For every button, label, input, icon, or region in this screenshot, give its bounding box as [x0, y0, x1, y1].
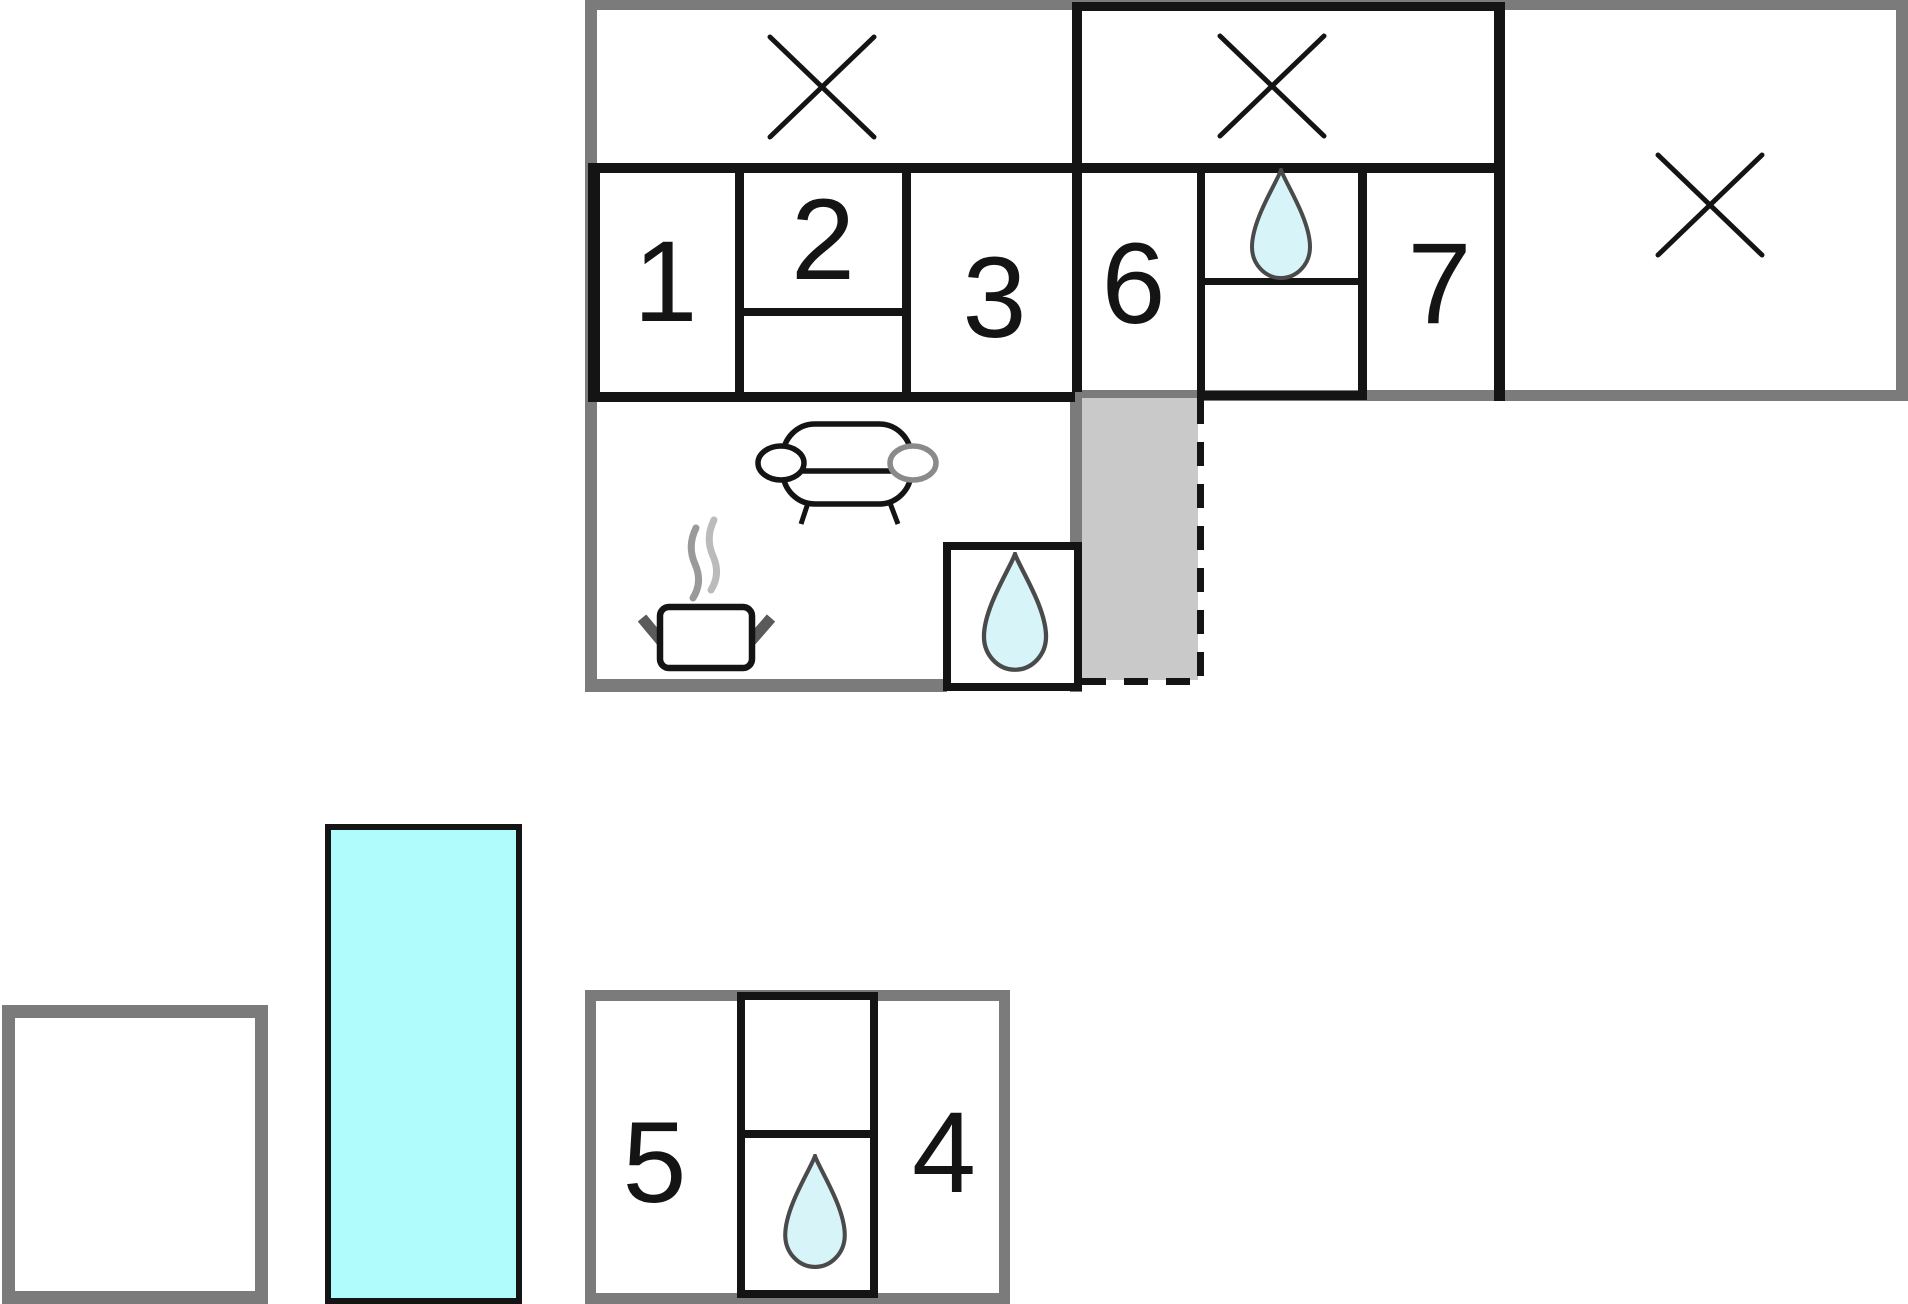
wall-between-1-2: [735, 173, 744, 392]
steam-icon: [687, 524, 702, 602]
wall-between-3-6: [1072, 2, 1082, 392]
rooms-wall-top: [588, 163, 1505, 173]
outer-wall-bottom-right: [1082, 390, 1905, 401]
water-drop-icon: [783, 1154, 847, 1269]
entry-dashed-border-right: [1197, 400, 1204, 692]
room-1: 1: [600, 173, 735, 392]
room-2-divider: [735, 308, 911, 316]
x-mark-icon: [1655, 152, 1765, 258]
x-mark-icon: [1217, 33, 1327, 139]
outer-wall-right: [1896, 0, 1908, 401]
swimming-pool: [325, 824, 522, 1304]
room-6: 6: [1082, 173, 1197, 392]
water-drop-icon: [981, 552, 1049, 672]
wall-between-2-3: [902, 173, 911, 392]
room-4: 4: [878, 1001, 1000, 1293]
upper-bathroom-wall-bottom: [1197, 391, 1367, 400]
room-7: 7: [1367, 173, 1494, 392]
room-3: 3: [911, 173, 1072, 392]
sofa-icon: [755, 421, 939, 525]
x-mark-icon: [767, 34, 877, 140]
room-2-label: 2: [791, 176, 855, 304]
wall-between-bath-7: [1358, 173, 1367, 392]
room-7-label: 7: [1407, 220, 1472, 348]
water-drop-icon: [1249, 168, 1313, 280]
entry-area: [1082, 398, 1198, 680]
room-5-label: 5: [622, 1098, 687, 1227]
room-2: 2: [744, 173, 902, 308]
entry-dashed-border-bottom: [1082, 678, 1207, 685]
room-5: 5: [596, 1001, 737, 1293]
annex-building: [2, 1005, 268, 1304]
room-3-label: 3: [962, 234, 1027, 362]
rooms-wall-left: [588, 163, 600, 402]
rooms-wall-bottom: [588, 392, 1075, 402]
living-room-wall-bottom: [585, 679, 947, 692]
steam-icon: [705, 516, 720, 594]
upper-crossed-box-wall-top: [1072, 2, 1505, 11]
wall-between-6-bath: [1197, 173, 1205, 392]
room-1-label: 1: [633, 218, 698, 346]
wall-right-of-7: [1494, 2, 1505, 401]
annex-bathroom-divider: [745, 1130, 870, 1138]
upper-bathroom-divider: [1205, 278, 1358, 285]
cooking-pot-icon: [637, 516, 776, 672]
room-6-label: 6: [1101, 220, 1166, 348]
room-4-label: 4: [912, 1088, 976, 1217]
